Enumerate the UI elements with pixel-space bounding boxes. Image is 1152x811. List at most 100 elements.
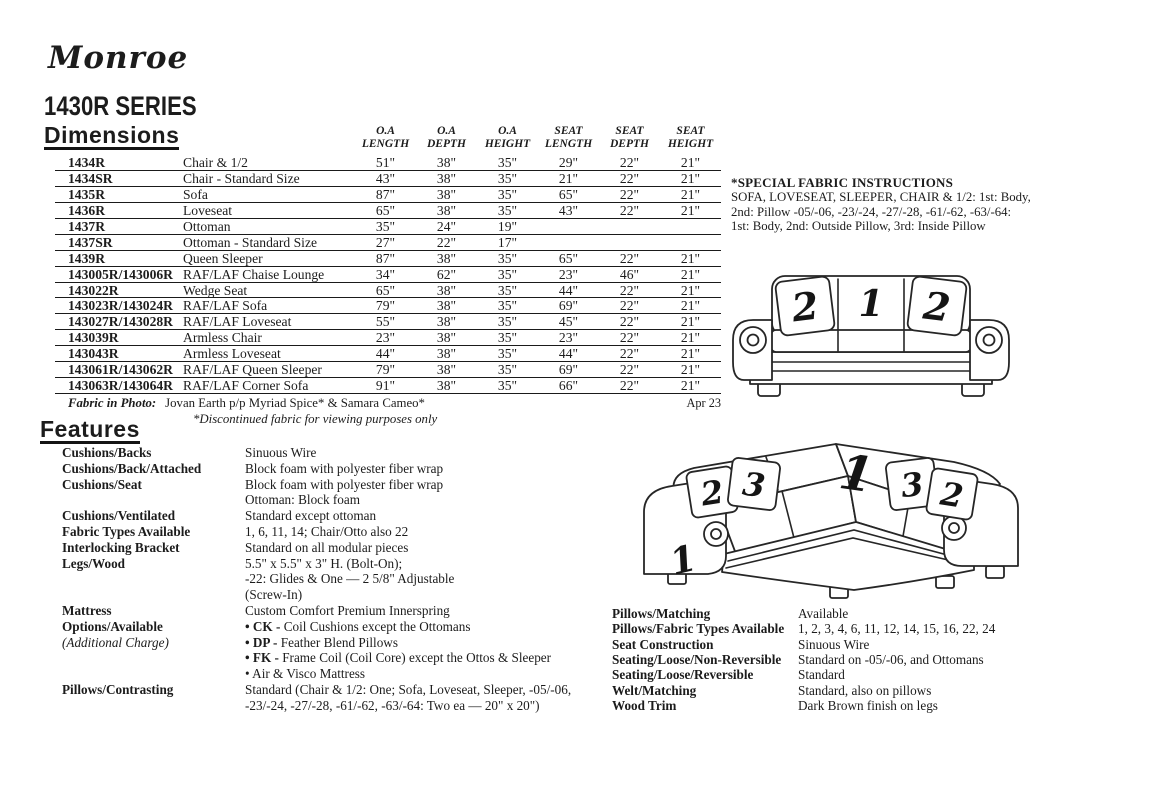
- item-number-cell: 1436R: [68, 202, 106, 218]
- seat-height-cell: [660, 235, 721, 250]
- feature-label: [62, 587, 245, 603]
- description-cell: RAF/LAF Sofa: [183, 298, 268, 314]
- feature-value-text: -22: Glides & One — 2 5/8" Adjustable: [245, 571, 455, 587]
- feature-label: Interlocking Bracket: [62, 540, 245, 556]
- seat-length-cell: 23": [558, 266, 579, 282]
- seat-height-cell: 21": [680, 298, 701, 314]
- feature-value-text: Sinuous Wire: [245, 445, 317, 460]
- seat-height-cell: 21": [680, 186, 701, 202]
- feature-value: -22: Glides & One — 2 5/8" Adjustable: [245, 571, 571, 587]
- feature-label: Mattress: [62, 603, 245, 619]
- feature-label-text: Pillows/Contrasting: [62, 681, 174, 697]
- feature-value: • Air & Visco Mattress: [245, 666, 571, 682]
- oa-depth-cell: 38": [436, 314, 457, 330]
- seat-height-cell: 21": [680, 282, 701, 298]
- oa-depth-cell: 24": [436, 218, 457, 234]
- oa-height-cell: 35": [497, 250, 518, 266]
- dimensions-heading: Dimensions: [44, 123, 180, 151]
- feature-row: Ottoman: Block foam: [62, 492, 571, 508]
- seat-length-cell: 45": [558, 314, 579, 330]
- oa-length-cell: 79": [375, 298, 396, 314]
- sectional-leg-4: [985, 565, 1005, 579]
- oa-length-cell: 87": [375, 250, 396, 266]
- sofa-illustration: 2 2 1: [732, 275, 1010, 397]
- sofa-center-cushion-number: 1: [858, 283, 883, 325]
- seat-length-cell: 29": [558, 155, 579, 170]
- table-row: 143022R Wedge Seat 65" 38" 35" 44" 22" 2…: [55, 283, 721, 299]
- seat-depth-cell: 22": [619, 170, 640, 186]
- feature-row: Mattress Custom Comfort Premium Innerspr…: [62, 603, 571, 619]
- feature-value: Block foam with polyester fiber wrap: [245, 477, 571, 493]
- oa-depth-cell: 38": [436, 202, 457, 218]
- special-instructions-body: SOFA, LOVESEAT, SLEEPER, CHAIR & 1/2: 1s…: [731, 190, 1051, 234]
- table-row: 143061R/143062R RAF/LAF Queen Sleeper 79…: [55, 362, 721, 379]
- seat-height-cell: 21": [680, 202, 701, 218]
- feature-label: [62, 698, 245, 714]
- feature-value-text: Standard on all modular pieces: [245, 539, 409, 555]
- table-row: 143043R Armless Loveseat 44" 38" 35" 44"…: [55, 346, 721, 363]
- seat-length-cell: [538, 219, 599, 234]
- feature-value-text: Feather Blend Pillows: [277, 634, 398, 650]
- seat-depth-cell: 22": [619, 378, 640, 394]
- feature-label-text: Mattress: [62, 602, 112, 618]
- table-row: 143023R/143024R RAF/LAF Sofa 79" 38" 35"…: [55, 298, 721, 315]
- oa-depth-cell: 22": [436, 234, 457, 250]
- item-number-cell: 143039R: [68, 330, 119, 346]
- feature-label: Pillows/Contrasting: [62, 682, 245, 698]
- oa-height-cell: 35": [497, 314, 518, 330]
- oa-depth-cell: 38": [436, 282, 457, 298]
- sectional-right-pillow-inner-number: 3: [899, 465, 926, 505]
- feature-value: • FK - Frame Coil (Coil Core) except the…: [245, 650, 571, 666]
- feature-value: Available: [798, 606, 849, 621]
- feature-value: 1, 6, 11, 14; Chair/Otto also 22: [245, 524, 571, 540]
- oa-length-cell: 43": [375, 170, 396, 186]
- feature-label: Seating/Loose/Non-Reversible: [612, 652, 782, 668]
- feature-label: Seating/Loose/Reversible: [612, 667, 754, 683]
- feature-value-text: Frame Coil (Coil Core) except the Ottos …: [278, 650, 552, 666]
- special-instructions-line: 1st: Body, 2nd: Outside Pillow, 3rd: Ins…: [731, 219, 986, 234]
- features-heading: Features: [40, 417, 140, 445]
- feature-row: • FK - Frame Coil (Coil Core) except the…: [62, 650, 571, 666]
- features-left-column: Cushions/Backs Sinuous Wire Cushions/Bac…: [62, 445, 571, 714]
- table-row: 1439R Queen Sleeper 87" 38" 35" 65" 22" …: [55, 251, 721, 267]
- oa-length-cell: 65": [375, 202, 396, 218]
- feature-label: Options/Available: [62, 619, 245, 635]
- oa-length-cell: 27": [375, 234, 396, 250]
- column-header: SEAT HEIGHT: [660, 125, 721, 151]
- item-number-cell: 1434R: [68, 155, 106, 170]
- description-cell: Loveseat: [183, 202, 233, 218]
- feature-row: Wood Trim Dark Brown finish on legs: [612, 698, 995, 713]
- feature-value-text: Standard (Chair & 1/2: One; Sofa, Lovese…: [245, 681, 572, 697]
- feature-value: Standard except ottoman: [245, 508, 571, 524]
- oa-length-cell: 65": [375, 282, 396, 298]
- oa-depth-cell: 38": [436, 186, 457, 202]
- special-instructions-title: *SPECIAL FABRIC INSTRUCTIONS: [731, 175, 954, 190]
- column-header-line1: O.A: [498, 125, 517, 137]
- feature-row: Cushions/Backs Sinuous Wire: [62, 445, 571, 461]
- feature-value: Block foam with polyester fiber wrap: [245, 461, 571, 477]
- table-row: 143039R Armless Chair 23" 38" 35" 23" 22…: [55, 330, 721, 347]
- feature-value-text: • Air & Visco Mattress: [245, 666, 366, 682]
- oa-height-cell: 35": [497, 362, 518, 378]
- seat-length-cell: 69": [558, 362, 579, 378]
- seat-depth-cell: [599, 219, 660, 234]
- table-row: 1434SR Chair - Standard Size 43" 38" 35"…: [55, 171, 721, 187]
- item-number-cell: 143005R/143006R: [68, 266, 173, 282]
- feature-value: • DP - Feather Blend Pillows: [245, 635, 571, 651]
- feature-value: 5.5" x 5.5" x 3" H. (Bolt-On);: [245, 556, 571, 572]
- item-number-cell: 143061R/143062R: [68, 362, 173, 378]
- seat-length-cell: 43": [558, 202, 579, 218]
- seat-depth-cell: 22": [619, 314, 640, 330]
- oa-depth-cell: 38": [436, 250, 457, 266]
- oa-height-cell: 19": [497, 218, 518, 234]
- feature-value-bold: • CK -: [245, 618, 281, 634]
- sectional-left-pillow-outer: 2: [685, 465, 739, 519]
- feature-label: Cushions/Backs: [62, 445, 245, 461]
- feature-label: Wood Trim: [612, 698, 677, 714]
- sectional-right-pillow-outer: 2: [925, 467, 979, 521]
- table-row: 1436R Loveseat 65" 38" 35" 43" 22" 21": [55, 203, 721, 219]
- feature-value-bold: • FK -: [245, 650, 279, 666]
- seat-length-cell: 65": [558, 250, 579, 266]
- features-right-column: Pillows/Matching Available Pillows/Fabri…: [612, 606, 995, 713]
- feature-value-text: (Screw-In): [245, 587, 303, 603]
